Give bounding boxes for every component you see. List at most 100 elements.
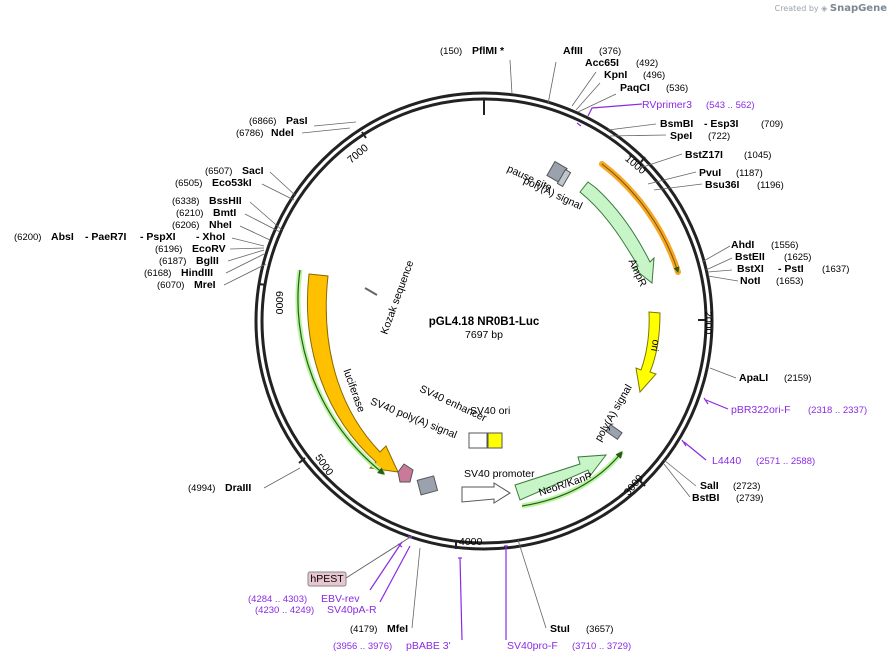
sites_right-14-pos-text: (2723) xyxy=(733,481,760,492)
primer-l4440[interactable]: L4440(2571 .. 2588) xyxy=(712,455,815,467)
site-mfei[interactable]: (4179) MfeI xyxy=(350,623,408,635)
sites_left-8-name3-text: - PspXI xyxy=(140,231,176,243)
sites_right-11-name-text: BstXI xyxy=(737,263,764,275)
sites_right-16-pos-text: (3657) xyxy=(586,624,613,635)
sites_right-2-pos-text: (496) xyxy=(643,70,665,81)
feature-orange-arc xyxy=(599,161,681,275)
sites_right-6-name-text: BstZ17I xyxy=(685,149,723,161)
site-leaders xyxy=(223,59,739,629)
sites_left-3-pos-text: (6507) xyxy=(205,166,232,177)
sites_left-7-pos-text: (6206) xyxy=(172,220,199,231)
sites_left-4-name-text: Eco53kI xyxy=(212,177,252,189)
feature-pause-site[interactable] xyxy=(546,160,572,188)
primer-rvprimer3[interactable]: RVprimer3(543 .. 562) xyxy=(642,99,755,111)
feature-ori[interactable]: ori xyxy=(635,311,662,394)
tick-4000: 4000 xyxy=(459,536,483,548)
sites_right-12-name-text: NotI xyxy=(740,275,760,287)
site-spei[interactable]: SpeI (722) xyxy=(670,130,730,142)
site-bstz17i[interactable]: BstZ17I(1045) xyxy=(685,149,771,161)
primer-sv40pro-f[interactable]: SV40pro-F(3710 .. 3729) xyxy=(507,640,631,652)
sites_right-5-pos-text: (722) xyxy=(708,131,730,142)
sites_right-4-pos-text: (709) xyxy=(761,119,783,130)
feature-sv40-ori[interactable] xyxy=(487,432,503,449)
sites_right-0-name-text: AfIII xyxy=(563,45,583,57)
site-paqci[interactable]: PaqCI(536) xyxy=(620,82,688,94)
sites_left-7-name-text: NheI xyxy=(209,219,232,231)
feature-sv40-promoter[interactable] xyxy=(461,482,511,504)
sites_right-14-name-text: SalI xyxy=(700,480,719,492)
site-bsu36i[interactable]: Bsu36I(1196) xyxy=(705,179,784,191)
site-nhei[interactable]: (6206) NheI xyxy=(172,219,232,231)
sites_right-4-name-text: BsmBI xyxy=(660,118,693,130)
primers-6-range-text: (3710 .. 3729) xyxy=(572,641,631,652)
primer-sv40pa-r[interactable]: (4230 .. 4249)SV40pA-R xyxy=(255,604,377,616)
sites_left-9-pos-text: (6196) xyxy=(155,244,182,255)
sites_left-14-pos-text: (4179) xyxy=(350,624,377,635)
site-bglii[interactable]: (6187)BglII xyxy=(159,255,219,267)
site-bmti[interactable]: (6210)BmtI xyxy=(176,207,236,219)
sites_left-5-name-text: BssHII xyxy=(209,195,242,207)
site-stui[interactable]: StuI (3657) xyxy=(550,623,613,635)
tick-1000: 1000 xyxy=(622,153,648,177)
hpest-label: hPEST xyxy=(310,573,344,585)
sites_right-0-pos-text: (376) xyxy=(599,46,621,57)
site-pflmi[interactable]: (150)PflMI * xyxy=(440,45,505,57)
sites_right-13-name-text: ApaLI xyxy=(739,372,768,384)
sites_left-3-name-text: SacI xyxy=(242,165,264,177)
sites_right-16-name-text: StuI xyxy=(550,623,570,635)
site-sali[interactable]: SalI (2723) xyxy=(700,480,760,492)
site-ahdi[interactable]: AhdI(1556) xyxy=(731,239,798,251)
feature-ampr[interactable]: AmpR xyxy=(579,181,655,289)
tick-marks xyxy=(258,99,705,549)
site-bsmbi[interactable]: BsmBI- Esp3I(709) xyxy=(660,118,783,130)
tick-2000: 2000 xyxy=(702,311,714,335)
plasmid-length: 7697 bp xyxy=(465,329,503,341)
site-eco53ki[interactable]: (6505)Eco53kI xyxy=(175,177,252,189)
site-afiii[interactable]: AfIII (376) xyxy=(563,45,621,57)
hpest-tag[interactable]: hPEST xyxy=(307,571,347,587)
feature-kozak[interactable] xyxy=(364,287,378,296)
site-bsteii[interactable]: BstEII (1625) xyxy=(735,251,811,263)
primer-pbabe3[interactable]: (3956 .. 3976)pBABE 3' xyxy=(333,640,451,652)
site-mrei[interactable]: (6070)MreI xyxy=(157,279,216,291)
site-pvui[interactable]: PvuI(1187) xyxy=(699,167,763,179)
primer-pbr322ori-f[interactable]: pBR322ori-F(2318 .. 2337) xyxy=(731,404,867,416)
feature-hpest-marker[interactable] xyxy=(397,463,414,483)
site-noti[interactable]: NotI(1653) xyxy=(740,275,803,287)
feature-polya-right-marker[interactable] xyxy=(605,424,623,440)
site-ecorv[interactable]: (6196)EcoRV xyxy=(155,243,226,255)
sites_left-5-pos-text: (6338) xyxy=(172,196,199,207)
site-hindiii[interactable]: (6168)HindIII xyxy=(144,267,213,279)
kozak-label: Kozak sequence xyxy=(379,259,417,336)
site-apali[interactable]: ApaLI(2159) xyxy=(739,372,811,384)
sites_right-1-name-text: Acc65I xyxy=(585,57,619,69)
site-bstxi[interactable]: BstXI- PstI(1637) xyxy=(737,263,849,275)
site-absi[interactable]: (6200)AbsI- PaeR7I- PspXI- XhoI xyxy=(14,231,225,243)
sites_right-5-name-text: SpeI xyxy=(670,130,692,142)
ori-label: ori xyxy=(648,339,662,353)
feature-sv40-enhancer[interactable] xyxy=(468,432,488,449)
sites_left-6-name-text: BmtI xyxy=(213,207,236,219)
sites_right-10-pos-text: (1625) xyxy=(784,252,811,263)
sites_right-9-name-text: AhdI xyxy=(731,239,754,251)
site-kpni[interactable]: KpnI(496) xyxy=(604,69,665,81)
site-bstbi[interactable]: BstBI(2739) xyxy=(692,492,763,504)
site-ndei[interactable]: (6786)NdeI xyxy=(236,127,294,139)
primers-4-name-text: SV40pA-R xyxy=(327,604,377,616)
site-acc65i[interactable]: Acc65I(492) xyxy=(585,57,658,69)
sites_left-11-name-text: HindIII xyxy=(181,267,213,279)
sites_left-12-pos-text: (6070) xyxy=(157,280,184,291)
site-saci[interactable]: (6507) SacI xyxy=(205,165,264,177)
site-bsshii[interactable]: (6338) BssHII xyxy=(172,195,242,207)
sites-right: AfIII (376) Acc65I(492) KpnI(496) PaqCI(5… xyxy=(550,45,849,635)
sites_left-14-name-text: MfeI xyxy=(387,623,408,635)
site-pasi[interactable]: (6866)PasI xyxy=(249,115,308,127)
plasmid-name: pGL4.18 NR0B1-Luc xyxy=(429,316,540,328)
site-draiii[interactable]: (4994)DraIII xyxy=(188,482,251,494)
sites-left: (150)PflMI * (6866)PasI (6786)NdeI (6507… xyxy=(14,45,505,635)
feature-sv40-polya[interactable] xyxy=(416,475,439,496)
sites_right-10-name-text: BstEII xyxy=(735,251,765,263)
sites_left-1-name-text: PasI xyxy=(286,115,308,127)
sites_left-2-name-text: NdeI xyxy=(271,127,294,139)
primer-ebv-rev[interactable]: (4284 .. 4303)EBV-rev xyxy=(248,593,360,605)
